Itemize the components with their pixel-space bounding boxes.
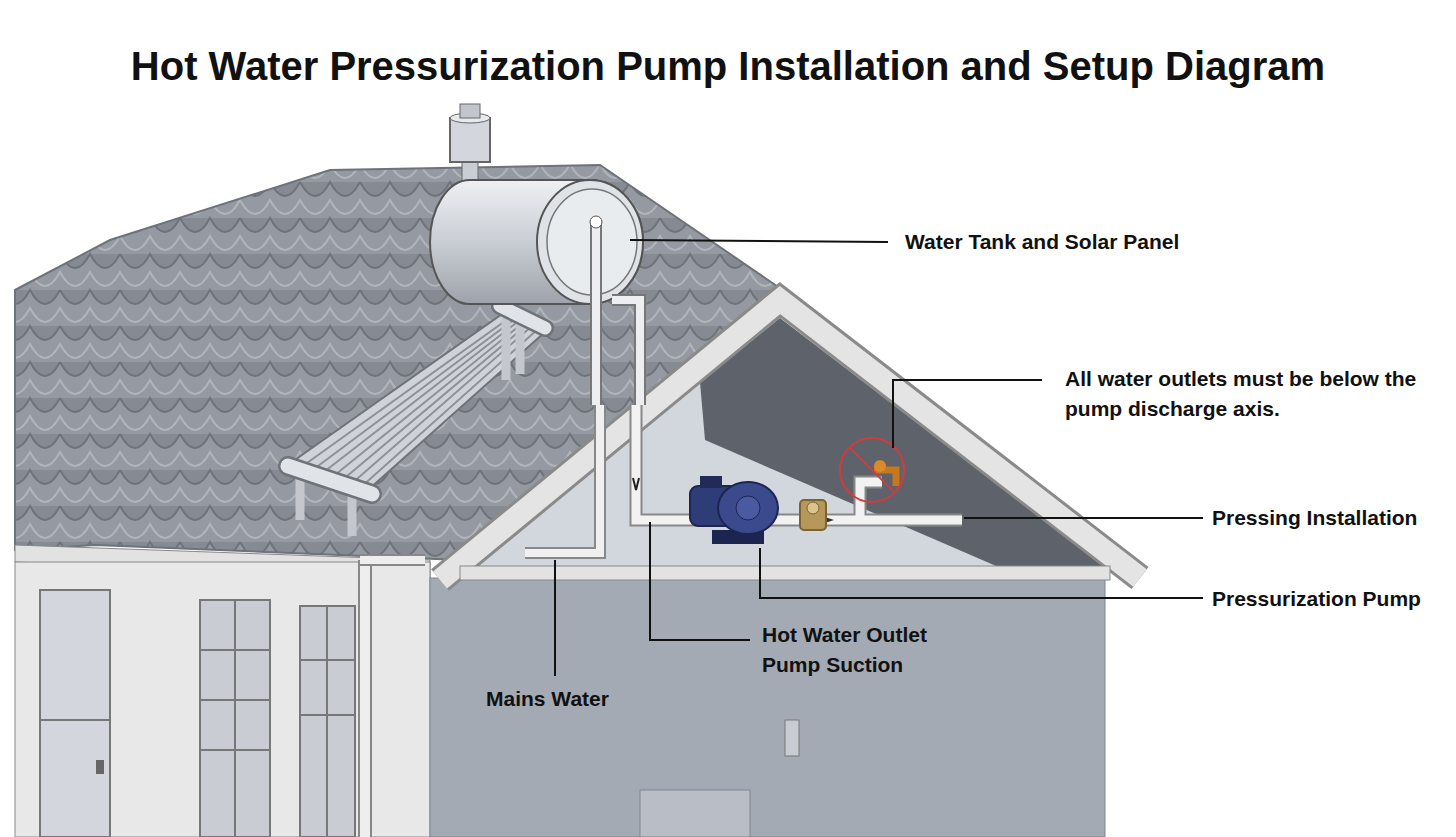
- pipework: [636, 405, 962, 520]
- downpipe: [360, 560, 425, 837]
- callout-label: Hot Water Outlet Pump Suction: [762, 620, 967, 680]
- main-gable: [460, 566, 1110, 580]
- callout-label: Pressurization Pump: [1212, 584, 1421, 614]
- leader-lines: [964, 517, 1203, 519]
- forbidden-outlet: [840, 438, 904, 502]
- main-gable: [640, 790, 750, 837]
- downpipe: [360, 560, 370, 837]
- pipework: [525, 405, 962, 553]
- solar-panel: [500, 306, 545, 328]
- main-gable: [430, 578, 1105, 837]
- diagram-title: Hot Water Pressurization Pump Installati…: [131, 42, 1325, 90]
- pressurization-pump: [690, 476, 826, 544]
- water-tank: [430, 180, 643, 304]
- pressurization-pump: [800, 500, 826, 530]
- callout-label: Pressing Installation: [1212, 503, 1417, 533]
- solar-panel: [300, 318, 520, 536]
- solar-panel: [288, 466, 372, 494]
- water-tank: [590, 216, 602, 228]
- solar-panel: [288, 466, 372, 494]
- leader-lines: [630, 240, 888, 242]
- water-tank: [460, 104, 480, 118]
- downpipe: [358, 560, 372, 837]
- pipework: [633, 478, 639, 490]
- main-gable: [440, 300, 1140, 580]
- pipework: [525, 405, 600, 553]
- pipework: [525, 405, 600, 553]
- leader-lines: [760, 548, 1203, 598]
- left-house: [40, 600, 355, 837]
- downpipe: [360, 556, 425, 564]
- main-gable: [462, 318, 1112, 572]
- solar-panel: [500, 306, 545, 328]
- callout-label: Mains Water: [486, 684, 609, 714]
- forbidden-outlet: [850, 448, 894, 492]
- left-house: [40, 590, 110, 837]
- pressurization-pump: [700, 476, 722, 488]
- forbidden-outlet: [840, 438, 904, 502]
- pressurization-pump: [807, 502, 819, 514]
- callout-label: All water outlets must be below the pump…: [1065, 364, 1437, 424]
- main-gable: [700, 318, 1112, 572]
- leader-lines: [650, 522, 750, 640]
- left-house: [96, 760, 104, 774]
- leader-lines: [554, 560, 556, 676]
- water-tank: [450, 118, 490, 162]
- forbidden-outlet: [874, 460, 886, 472]
- downpipe: [360, 554, 425, 566]
- pipework: [636, 405, 962, 520]
- callout-label: Water Tank and Solar Panel: [905, 227, 1179, 257]
- main-gable: [430, 300, 1140, 837]
- leader-lines: [893, 380, 1042, 448]
- main-gable: [440, 300, 1140, 580]
- solar-panel: [288, 306, 545, 536]
- water-tank: [596, 222, 640, 405]
- water-tank: [430, 104, 643, 405]
- main-gable: [785, 720, 799, 756]
- leader-lines: [555, 240, 1203, 676]
- pressurization-pump: [736, 496, 760, 520]
- water-tank: [596, 222, 640, 405]
- pressurization-pump: [718, 482, 778, 534]
